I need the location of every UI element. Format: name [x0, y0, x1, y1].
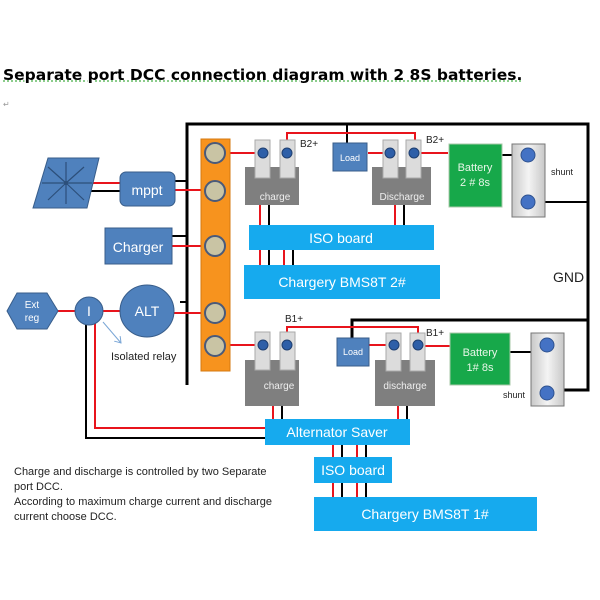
b1-label-left: B1+: [285, 314, 303, 325]
gnd-alt: [180, 280, 188, 303]
isolated-relay: I: [74, 296, 104, 326]
discharge-dcc-upper: Discharge: [372, 139, 431, 205]
b1-label-right: B1+: [426, 328, 444, 339]
busbar-terminal: [204, 235, 226, 257]
battery-1: Battery 1# 8s: [449, 332, 511, 386]
battery-1-line1: Battery: [463, 347, 498, 359]
gnd-bus-outer: [185, 122, 590, 392]
charge-dcc-upper: charge: [245, 139, 299, 205]
pos-relay-saver: [94, 323, 266, 429]
ext-reg-line2: reg: [25, 313, 39, 324]
load-lower: Load: [336, 337, 370, 367]
shunt-1-label: shunt: [503, 390, 526, 400]
note-line-2: port DCC.: [14, 481, 63, 493]
load-upper: Load: [332, 142, 368, 172]
solar-panel-icon: [32, 157, 100, 209]
note-line-1: Charge and discharge is controlled by tw…: [14, 466, 267, 478]
bms-1-label: Chargery BMS8T 1#: [361, 506, 489, 522]
ext-reg-box: Ext reg: [6, 292, 59, 330]
shunt-1: [530, 332, 565, 407]
relay-pointer-arrow: [102, 321, 121, 343]
shunt-2-label: shunt: [551, 167, 574, 177]
b2-label-left: B2+: [300, 139, 318, 150]
battery-2-line2: 2 # 8s: [460, 177, 490, 189]
battery-2-line1: Battery: [458, 162, 493, 174]
b2-label-right: B2+: [426, 135, 444, 146]
ground-wires: [185, 122, 590, 392]
discharge-dcc-lower-label: discharge: [383, 381, 427, 392]
charge-dcc-lower: charge: [245, 331, 299, 406]
battery-2: Battery 2 # 8s: [448, 143, 503, 208]
charge-dcc-upper-label: charge: [260, 192, 291, 203]
note-line-3: According to maximum charge current and …: [14, 496, 273, 508]
load-upper-label: Load: [340, 153, 360, 163]
ext-reg-line1: Ext: [25, 300, 40, 311]
gnd-relay-saver: [85, 323, 266, 439]
page-title: Separate port DCC connection diagram wit…: [3, 66, 523, 84]
shunt-2: [511, 143, 546, 218]
busbar-terminal: [204, 180, 226, 202]
iso-board-upper: ISO board: [249, 225, 434, 250]
charger-box: Charger: [104, 227, 173, 265]
relay-symbol: I: [87, 303, 91, 319]
bms-2: Chargery BMS8T 2#: [244, 265, 440, 299]
discharge-dcc-lower: discharge: [375, 332, 435, 406]
gnd-label: GND: [553, 269, 584, 285]
positive-busbar: [200, 138, 231, 372]
explanation-note: Charge and discharge is controlled by tw…: [14, 465, 284, 525]
discharge-dcc-upper-label: Discharge: [379, 192, 424, 203]
alternator: ALT: [119, 284, 175, 338]
iso-board-lower: ISO board: [314, 457, 392, 483]
load-lower-label: Load: [343, 347, 363, 357]
mppt-box: mppt: [119, 171, 176, 207]
gnd-bus-lower: [350, 318, 588, 340]
busbar-terminal: [204, 335, 226, 357]
note-line-4: current choose DCC.: [14, 511, 117, 523]
mppt-label: mppt: [131, 182, 162, 198]
battery-1-line2: 1# 8s: [467, 362, 494, 374]
alt-label: ALT: [135, 303, 160, 319]
busbar-terminal: [204, 302, 226, 324]
charge-dcc-lower-label: charge: [264, 381, 295, 392]
alternator-saver: Alternator Saver: [265, 419, 410, 445]
iso-board-upper-label: ISO board: [309, 230, 373, 246]
busbar-terminal: [204, 142, 226, 164]
bms-1: Chargery BMS8T 1#: [314, 497, 537, 531]
paragraph-mark: ↵: [3, 100, 10, 109]
bms-2-label: Chargery BMS8T 2#: [278, 274, 406, 290]
charger-label: Charger: [113, 239, 164, 255]
alternator-saver-label: Alternator Saver: [286, 424, 387, 440]
iso-board-lower-label: ISO board: [321, 462, 385, 478]
isolated-relay-label: Isolated relay: [111, 351, 177, 363]
